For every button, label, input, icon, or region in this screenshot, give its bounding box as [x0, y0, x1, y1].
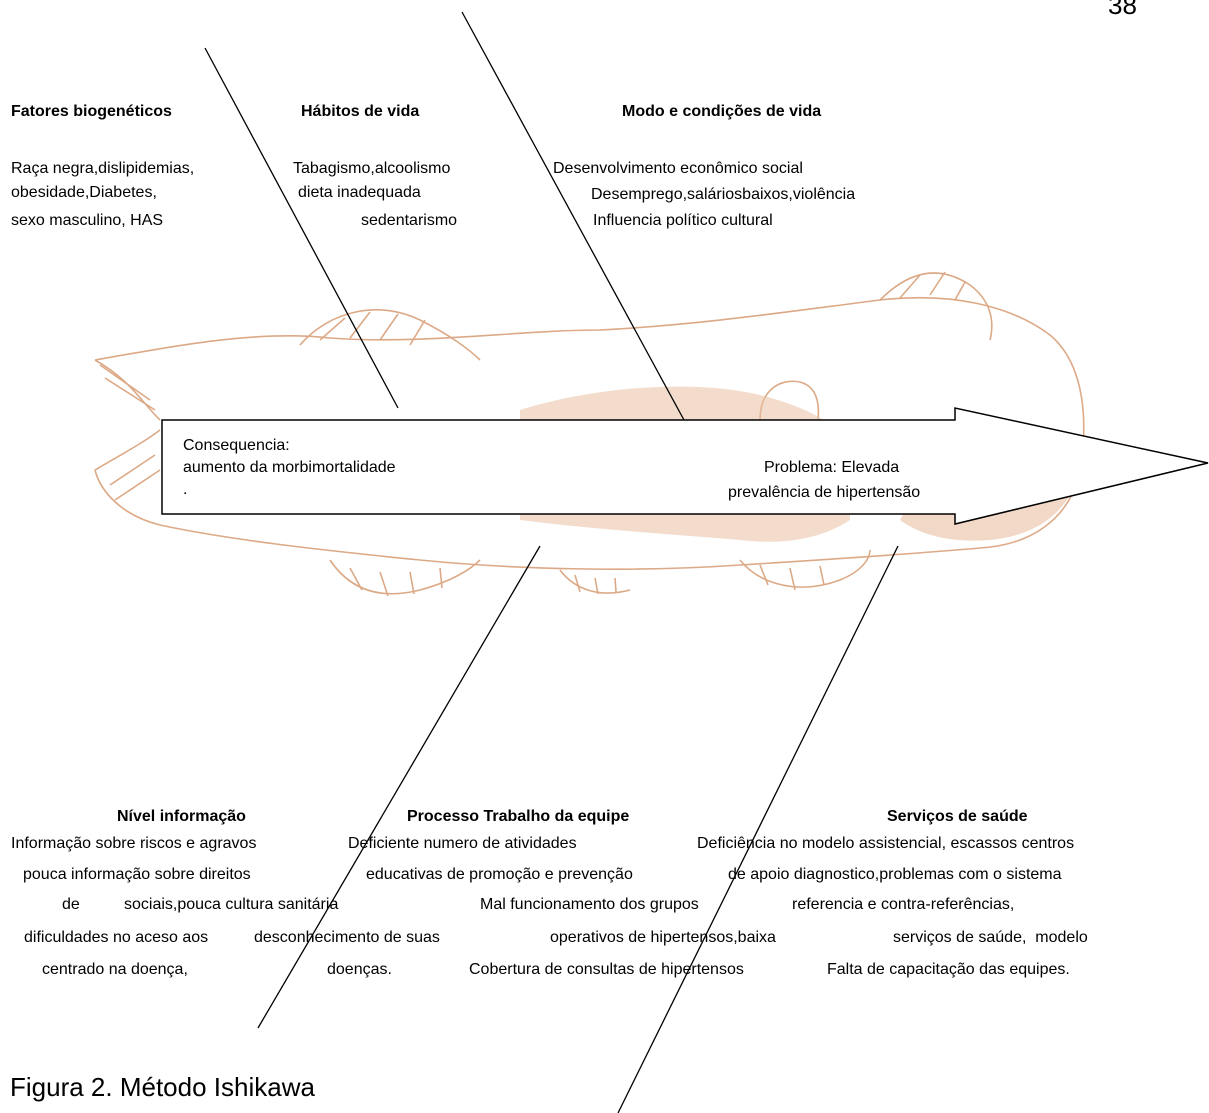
cause-title-habitos-de-vida: Hábitos de vida — [301, 101, 419, 123]
cause-line: Raça negra,dislipidemias, — [11, 158, 194, 180]
bone-nivel-informacao — [258, 546, 540, 1028]
consequence-label: Consequencia: — [183, 435, 290, 457]
cause-line: referencia e contra-referências, — [792, 894, 1014, 916]
cause-line: sedentarismo — [361, 210, 457, 232]
cause-title-modo-condicoes-de-vida: Modo e condições de vida — [622, 101, 821, 123]
cause-line: serviços de saúde, modelo — [893, 927, 1088, 949]
problem-label: Problema: Elevada — [764, 457, 899, 479]
cause-line: Informação sobre riscos e agravos — [11, 833, 256, 855]
consequence-dot: . — [183, 479, 187, 501]
cause-line: desconhecimento de suas — [254, 927, 440, 949]
bone-servicos-saude — [618, 546, 898, 1113]
cause-line: Deficiente numero de atividades — [348, 833, 577, 855]
cause-line: Falta de capacitação das equipes. — [827, 959, 1070, 981]
cause-line: doenças. — [327, 959, 392, 981]
cause-line: Tabagismo,alcoolismo — [293, 158, 450, 180]
cause-line: obesidade,Diabetes, — [11, 182, 157, 204]
cause-title-fatores-biogeneticos: Fatores biogenéticos — [11, 101, 172, 123]
cause-line: centrado na doença, — [42, 959, 188, 981]
cause-line: dificuldades no aceso aos — [24, 927, 208, 949]
cause-line: de apoio diagnostico,problemas com o sis… — [728, 864, 1062, 886]
cause-line: Deficiência no modelo assistencial, esca… — [697, 833, 1074, 855]
cause-title-processo-trabalho: Processo Trabalho da equipe — [407, 806, 629, 828]
cause-line: sexo masculino, HAS — [11, 210, 163, 232]
cause-line: operativos de hipertensos,baixa — [550, 927, 776, 949]
cause-line: Mal funcionamento dos grupos — [480, 894, 699, 916]
problem-text: prevalência de hipertensão — [728, 482, 920, 504]
cause-line: sociais,pouca cultura sanitária — [124, 894, 338, 916]
cause-line: Cobertura de consultas de hipertensos — [469, 959, 744, 981]
figure-caption: Figura 2. Método Ishikawa — [10, 1072, 315, 1103]
cause-line: Influencia político cultural — [593, 210, 773, 232]
cause-line: Desenvolvimento econômico social — [553, 158, 803, 180]
cause-line: pouca informação sobre direitos — [23, 864, 251, 886]
consequence-text: aumento da morbimortalidade — [183, 457, 396, 479]
cause-line: Desemprego,saláriosbaixos,violência — [591, 184, 855, 206]
cause-line: de — [62, 894, 80, 916]
cause-title-nivel-informacao: Nível informação — [117, 806, 246, 828]
cause-line: educativas de promoção e prevenção — [366, 864, 633, 886]
cause-title-servicos-de-saude: Serviços de saúde — [887, 806, 1028, 828]
cause-line: dieta inadequada — [298, 182, 421, 204]
